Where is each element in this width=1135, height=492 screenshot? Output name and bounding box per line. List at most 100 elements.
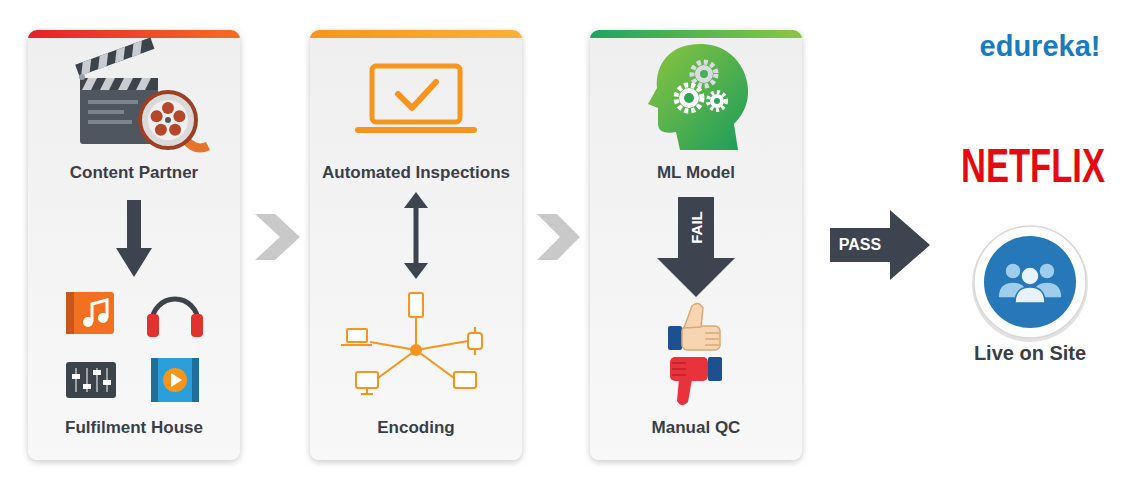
film-reel-icon xyxy=(165,117,171,123)
clapperboard-icon xyxy=(75,37,158,144)
film-reel-icon xyxy=(173,110,185,122)
ml-head-icon xyxy=(708,92,726,110)
people-icon xyxy=(1015,287,1045,303)
mixer-icon xyxy=(106,368,108,392)
thumb-up-icon xyxy=(668,303,720,350)
ml-head-icon xyxy=(684,93,694,103)
people-icon xyxy=(1039,263,1055,279)
music-book-icon xyxy=(66,292,114,334)
film-reel-icon xyxy=(162,102,174,114)
device-network-icon xyxy=(356,372,378,388)
device-network-icon xyxy=(361,393,373,395)
ml-head-icon xyxy=(710,94,724,108)
edureka-watermark: edureka! xyxy=(980,32,1101,61)
mixer-icon xyxy=(96,368,98,392)
clapperboard-icon xyxy=(88,100,138,104)
edge-label: PASS xyxy=(837,236,883,254)
ml-head-icon xyxy=(692,62,716,86)
film-reel-icon xyxy=(155,124,167,136)
device-network-icon xyxy=(468,333,482,349)
device-network-icon xyxy=(474,327,476,333)
clapperboard-icon xyxy=(118,78,133,90)
thumb-up-icon xyxy=(705,338,719,340)
mixer-icon xyxy=(72,374,80,379)
ml-head-icon xyxy=(695,65,713,83)
headphones-icon xyxy=(147,314,159,337)
thumb-down-icon xyxy=(672,374,686,376)
laptop-check-icon xyxy=(358,66,474,130)
clapperboard-icon xyxy=(94,53,112,69)
label-holder: NETFLIX xyxy=(933,142,1133,190)
fail-label: FAIL xyxy=(689,209,704,246)
live-circle: Live on Site xyxy=(955,224,1105,374)
people-icon xyxy=(972,226,1088,342)
video-icon xyxy=(151,358,199,402)
panel-heading: ML Model xyxy=(590,162,802,184)
label-holder: edureka! xyxy=(980,32,1101,61)
video-icon xyxy=(151,358,158,402)
mixer-icon xyxy=(75,368,77,392)
device-network-icon xyxy=(341,344,372,346)
double-arrow xyxy=(414,205,419,266)
netflix-logo: NETFLIX xyxy=(961,142,1105,190)
stage-panel: Automated InspectionsEncoding xyxy=(310,30,522,460)
down-arrow xyxy=(116,248,152,277)
down-arrow xyxy=(116,200,152,277)
ml-head-icon xyxy=(648,44,748,150)
mixer-icon xyxy=(93,370,101,375)
clapperboard-icon xyxy=(82,78,97,90)
people-icon xyxy=(984,236,1076,328)
ml-head-icon xyxy=(676,85,702,111)
edge-label-holder: PASS xyxy=(837,236,883,254)
device-network-icon xyxy=(341,293,482,394)
film-reel-icon xyxy=(140,92,196,148)
panel-heading: Content Partner xyxy=(28,162,240,184)
mixer-icon xyxy=(66,362,116,398)
thumb-down-icon xyxy=(677,379,692,405)
device-network-icon xyxy=(378,350,416,378)
thumb-up-icon xyxy=(684,303,703,328)
device-network-icon xyxy=(410,344,422,356)
panel-caption: Manual QC xyxy=(590,417,802,439)
video-icon xyxy=(171,373,182,387)
music-book-icon xyxy=(83,317,93,327)
device-network-icon xyxy=(366,388,368,393)
clapperboard-icon xyxy=(80,88,158,144)
device-network-icon xyxy=(415,317,417,350)
thumb-down-icon xyxy=(672,362,686,364)
double-arrow xyxy=(404,192,428,208)
thumb-down-icon xyxy=(672,368,686,370)
pass-arrow xyxy=(830,210,930,280)
music-book-icon xyxy=(66,292,114,334)
device-network-icon xyxy=(416,341,468,350)
clapperboard-icon xyxy=(75,37,154,76)
mixer-icon xyxy=(66,362,116,398)
ml-head-icon xyxy=(679,88,699,108)
device-network-icon xyxy=(370,342,416,350)
video-icon xyxy=(163,368,187,392)
film-reel-icon xyxy=(151,110,163,122)
clapperboard-icon xyxy=(79,74,85,80)
stage-panel: Content PartnerFulfilment House xyxy=(28,30,240,460)
headphones-icon xyxy=(152,299,198,322)
thumb-down-icon xyxy=(708,357,722,381)
laptop-check-icon xyxy=(398,82,436,108)
clapperboard-icon xyxy=(128,41,146,57)
device-network-icon xyxy=(409,293,423,317)
double-arrow xyxy=(404,263,428,279)
video-icon xyxy=(192,358,199,402)
laptop-check-icon xyxy=(358,127,474,133)
clapperboard-icon xyxy=(88,110,124,114)
people-icon xyxy=(1021,267,1039,285)
clapperboard-icon xyxy=(111,47,129,63)
thumb-up-icon xyxy=(682,326,720,350)
panel-caption: Encoding xyxy=(310,417,522,439)
panel-caption: Fulfilment House xyxy=(28,417,240,439)
panel-heading: Automated Inspections xyxy=(310,162,522,184)
music-book-icon xyxy=(92,300,107,322)
double-arrow xyxy=(404,192,428,279)
circle-caption: Live on Site xyxy=(955,342,1105,364)
ml-head-icon xyxy=(714,98,720,104)
fail-arrow xyxy=(657,197,735,297)
